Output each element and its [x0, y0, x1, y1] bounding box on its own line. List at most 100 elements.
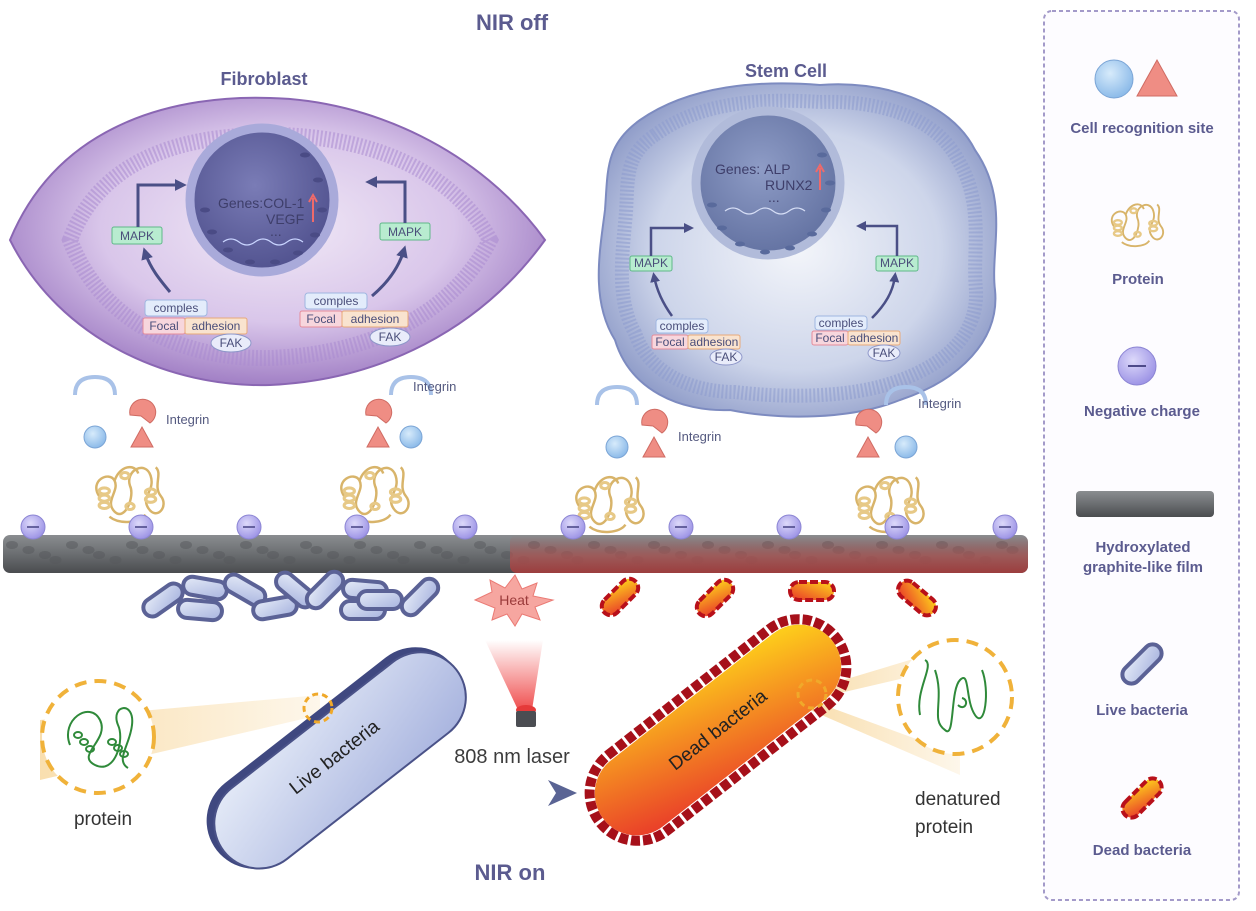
legend-label-dead: Dead bacteria — [1093, 842, 1192, 859]
protein-icon — [339, 465, 411, 524]
protein-label: protein — [74, 809, 132, 830]
fibroblast-title: Fibroblast — [220, 69, 307, 89]
legend-label-film-1: Hydroxylated — [1095, 539, 1190, 556]
heat-icon — [473, 574, 555, 627]
fibroblast-focal-left: Focal — [149, 319, 178, 333]
fibroblast-complex-left: comples — [154, 301, 199, 315]
negative-charge — [128, 514, 154, 540]
stem-genes-ellipsis: ... — [768, 189, 780, 205]
stem-cell: Stem Cell Genes:ALP RUNX2 ... MAPK compl… — [597, 61, 998, 418]
legend-label-charge: Negative charge — [1084, 403, 1200, 420]
integrin-label-3: Integrin — [678, 429, 721, 444]
protein-icon — [94, 465, 166, 524]
cell-recognition-site-icon — [1094, 59, 1134, 99]
negative-charges — [20, 514, 1018, 540]
dead-bacteria-large: Dead bacteria denatured protein — [584, 614, 1014, 846]
fibroblast-complex-right: comples — [314, 294, 359, 308]
graphite-film — [3, 535, 1028, 573]
stem-complex-right: comples — [819, 316, 864, 330]
dead-bacteria — [896, 578, 938, 618]
graphite-film-icon — [1076, 491, 1214, 517]
laser: 808 nm laser — [454, 640, 577, 806]
integrin-receptor-icon — [129, 398, 157, 424]
recognition-triangle-icon — [366, 425, 390, 448]
integrin-fork-icon — [73, 374, 117, 396]
fibroblast-adhesion-left: adhesion — [192, 319, 241, 333]
recognition-circle-icon — [605, 435, 629, 459]
negative-charge — [884, 514, 910, 540]
integrin-receptor-icon — [365, 398, 393, 424]
integrin-fork-icon — [389, 374, 433, 396]
svg-text:Genes:COL-1: Genes:COL-1 — [218, 195, 305, 211]
denatured-label-2: protein — [915, 817, 973, 838]
fibroblast-gene-2: VEGF — [266, 211, 304, 227]
live-bacteria — [356, 589, 404, 611]
fibroblast-cell: Fibroblast Genes:COL-1 VEGF ... MAPK com… — [8, 69, 547, 387]
integrin-fork-icon — [884, 384, 928, 406]
dna-icon — [724, 207, 806, 215]
live-bacteria — [399, 576, 441, 618]
recognition-triangle-icon — [642, 435, 666, 458]
fibroblast-mapk-right: MAPK — [388, 225, 422, 239]
negative-charge — [344, 514, 370, 540]
stem-adhesion-right: adhesion — [850, 331, 899, 345]
recognition-triangle-icon — [856, 435, 880, 458]
denatured-label-1: denatured — [915, 789, 1001, 810]
recognition-circle-icon — [83, 425, 107, 449]
stem-mapk-left: MAPK — [634, 256, 668, 270]
heated-film-region — [510, 535, 1028, 573]
dead-bacteria — [694, 577, 736, 619]
integrin-label-1: Integrin — [166, 412, 209, 427]
integrin-receptors — [73, 374, 928, 534]
integrin-label-4: Integrin — [918, 396, 961, 411]
stem-adhesion-left: adhesion — [690, 335, 739, 349]
recognition-triangle-icon — [130, 425, 154, 448]
fibroblast-adhesion-right: adhesion — [351, 312, 400, 326]
heat-label: Heat — [499, 592, 529, 608]
stem-fak-right: FAK — [873, 346, 896, 360]
live-bacteria — [181, 574, 229, 602]
laser-label: 808 nm laser — [454, 746, 570, 768]
negative-charge — [236, 514, 262, 540]
fibroblast-fak-left: FAK — [220, 336, 243, 350]
dead-bacteria — [788, 580, 836, 602]
legend: Cell recognition site Protein Negative c… — [1043, 10, 1240, 901]
protein-icon — [574, 475, 646, 534]
dead-bacteria-cluster — [599, 576, 938, 619]
laser-device-icon — [516, 711, 536, 727]
nir-on-title: NIR on — [475, 860, 546, 885]
legend-label-protein: Protein — [1112, 271, 1164, 288]
fibroblast-fak-right: FAK — [379, 330, 402, 344]
stem-gene-2: RUNX2 — [765, 177, 813, 193]
stem-cell-nucleus — [691, 106, 845, 260]
fibroblast-genes-ellipsis: ... — [270, 223, 282, 239]
live-bacteria-large: Live bacteria protein — [40, 647, 467, 870]
recognition-circle-icon — [894, 435, 918, 459]
live-bacteria-cluster — [141, 569, 441, 623]
legend-label-live: Live bacteria — [1096, 702, 1188, 719]
negative-charge — [776, 514, 802, 540]
dead-bacteria — [599, 576, 641, 618]
live-bacteria-icon — [1120, 642, 1164, 686]
fibroblast-mapk-left: MAPK — [120, 229, 154, 243]
stem-complex-left: comples — [660, 319, 705, 333]
arrow-head-icon — [548, 780, 577, 806]
live-bacteria — [141, 581, 185, 619]
integrin-receptor-icon — [855, 408, 883, 434]
stem-mapk-right: MAPK — [880, 256, 914, 270]
stem-genes-prefix: Genes: — [715, 161, 760, 177]
fibroblast-focal-right: Focal — [306, 312, 335, 326]
negative-charge — [452, 514, 478, 540]
heat-burst: Heat — [473, 574, 555, 627]
laser-beam — [485, 640, 543, 710]
negative-charge — [20, 514, 46, 540]
stem-focal-left: Focal — [655, 335, 684, 349]
signal-arrow — [136, 179, 187, 227]
nir-off-title: NIR off — [476, 10, 549, 35]
fibroblast-gene-1: COL-1 — [263, 195, 304, 211]
legend-label-recognition: Cell recognition site — [1070, 120, 1213, 137]
stem-focal-right: Focal — [815, 331, 844, 345]
stem-cell-inner-membrane — [614, 93, 984, 403]
adhesion-site — [574, 384, 669, 534]
